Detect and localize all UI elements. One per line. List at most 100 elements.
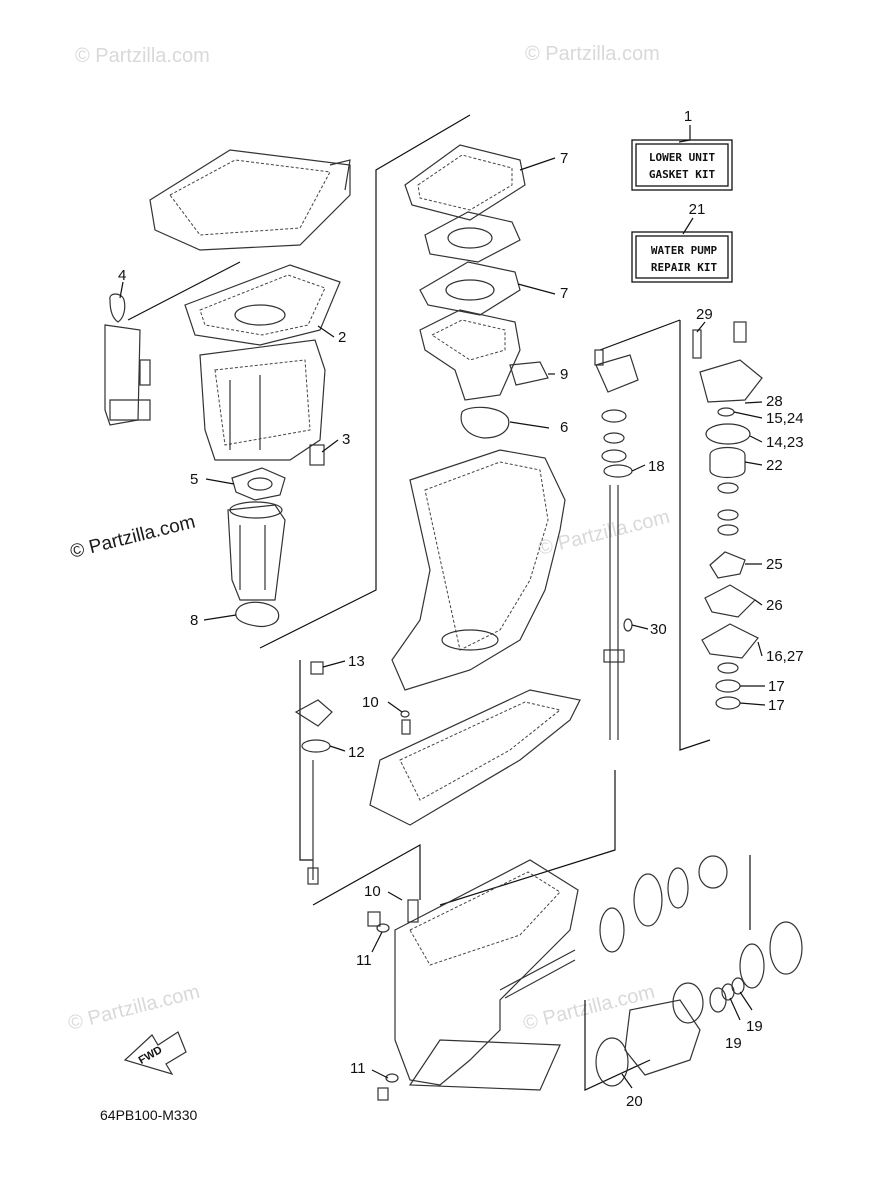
shift-rod-end (307, 867, 319, 885)
leader-line (371, 1069, 389, 1079)
nut-13 (310, 661, 324, 675)
plug (407, 899, 419, 923)
dowel-10 (400, 710, 410, 718)
housing-outline (199, 339, 326, 461)
callout-16-27[interactable]: 16,27 (766, 648, 804, 665)
kit-label-line1: LOWER UNIT (649, 151, 716, 164)
callout-2[interactable]: 2 (338, 329, 346, 346)
callout-25[interactable]: 25 (766, 556, 783, 573)
housing-flange (672, 982, 704, 1024)
callout-26[interactable]: 26 (766, 597, 783, 614)
kit-label-line2: GASKET KIT (649, 168, 716, 181)
kit-box-inner (635, 143, 729, 187)
callout-29[interactable]: 29 (696, 306, 713, 323)
gear-case-outline (394, 859, 579, 1086)
lower-unit-gasket-kit[interactable]: 1 LOWER UNIT GASKET KIT (631, 108, 733, 191)
o-ring-12 (301, 739, 331, 753)
boundary-line (599, 319, 681, 351)
bolt-29 (692, 329, 702, 359)
leader-line (119, 281, 124, 299)
bolt (309, 444, 325, 466)
leader-line (631, 624, 649, 630)
leader-line (739, 991, 753, 1011)
callout-3[interactable]: 3 (342, 431, 350, 448)
kit-label-line1: WATER PUMP (651, 244, 718, 257)
washer (717, 524, 739, 536)
callout-20[interactable]: 20 (626, 1093, 643, 1110)
part-9 (509, 361, 549, 386)
fwd-arrow: FWD (123, 1031, 187, 1076)
group-boundary-lines (127, 114, 751, 1091)
callout-19-a[interactable]: 19 (725, 1035, 742, 1052)
leader-line (733, 411, 763, 419)
gasket-hole (447, 227, 493, 249)
gear-case-detail (409, 871, 561, 966)
leader-line (744, 461, 763, 466)
seal (460, 406, 510, 439)
o-ring-14 (705, 423, 751, 445)
exhaust-guide-detail (431, 319, 506, 361)
callout-10-a[interactable]: 10 (362, 694, 379, 711)
pump-housing (699, 359, 763, 403)
dowel-pin (401, 719, 411, 735)
plate-detail (399, 701, 562, 801)
bracket (104, 324, 141, 426)
callout-18[interactable]: 18 (648, 458, 665, 475)
leader-line (317, 325, 335, 338)
boundary-line (439, 770, 616, 906)
callout-30[interactable]: 30 (650, 621, 667, 638)
leader-line (696, 321, 706, 333)
o-ring-20 (595, 1037, 629, 1087)
boundary-line (259, 114, 471, 649)
leader-line (387, 891, 403, 901)
gasket (231, 467, 286, 501)
callout-11-b[interactable]: 11 (350, 1060, 366, 1077)
shaft-collar (603, 649, 625, 663)
callout-28[interactable]: 28 (766, 393, 783, 410)
callout-6[interactable]: 6 (560, 419, 568, 436)
callout-17-a[interactable]: 17 (768, 678, 785, 695)
o-ring-18 (603, 464, 633, 478)
bearing-race (769, 921, 803, 975)
water-pump-repair-kit[interactable]: 21 WATER PUMP REPAIR KIT (631, 201, 733, 283)
water-pump-parts (692, 321, 763, 710)
seal-19 (731, 977, 745, 995)
leader-line (729, 997, 741, 1021)
o-ring-15 (717, 407, 735, 417)
callout-7-top[interactable]: 7 (560, 150, 568, 167)
callout-11-a[interactable]: 11 (356, 952, 372, 969)
bearing (739, 943, 765, 989)
callout-10-b[interactable]: 10 (364, 883, 381, 900)
callout-9[interactable]: 9 (560, 366, 568, 383)
housing-top (229, 501, 283, 519)
bearing (603, 432, 625, 444)
shim (599, 907, 625, 953)
leader-line (682, 217, 694, 235)
shaft-housing (595, 354, 639, 393)
callout-7-lower[interactable]: 7 (560, 285, 568, 302)
leader-line (744, 401, 763, 404)
leader-line (322, 660, 346, 668)
gasket-detail (417, 154, 513, 211)
callout-17-b[interactable]: 17 (768, 697, 785, 714)
gasket-outline (184, 264, 341, 346)
callout-4[interactable]: 4 (118, 267, 126, 284)
callout-8[interactable]: 8 (190, 612, 198, 629)
bearing (601, 409, 627, 423)
callout-22[interactable]: 22 (766, 457, 783, 474)
gasket-outline (424, 211, 521, 263)
part-3 (309, 444, 325, 466)
callout-19-b[interactable]: 19 (746, 1018, 763, 1035)
washer-11 (376, 923, 390, 933)
callout-15-24[interactable]: 15,24 (766, 410, 804, 427)
watermark: © Partzilla.com (536, 506, 672, 560)
boundary-line (312, 843, 421, 906)
pin-30 (623, 618, 633, 632)
casing-opening (441, 629, 499, 651)
impeller-housing-22 (709, 446, 746, 479)
callout-14-23[interactable]: 14,23 (766, 434, 804, 451)
callout-5[interactable]: 5 (190, 471, 198, 488)
callout-13[interactable]: 13 (348, 653, 365, 670)
callout-12[interactable]: 12 (348, 744, 365, 761)
